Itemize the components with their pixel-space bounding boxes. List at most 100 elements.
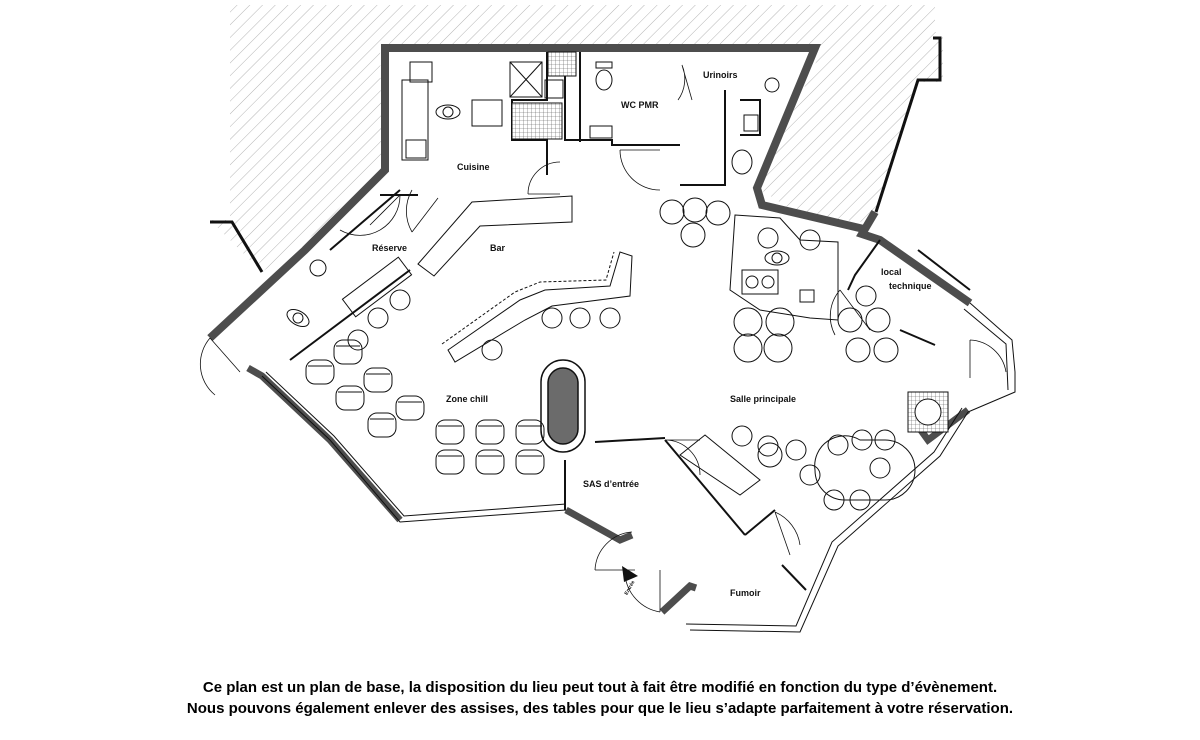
door-fumoir [774,511,801,556]
wall-fumoir-north [744,509,776,536]
label-urinals: Urinoirs [703,70,738,80]
main-hall-furniture [679,214,916,501]
label-chill-zone: Zone chill [446,394,488,404]
kitchen-counter [401,79,429,161]
round-seat [731,425,753,447]
round-seat [757,227,779,249]
caption-line-1: Ce plan est un plan de base, la disposit… [202,679,998,696]
round-seat [873,337,899,363]
round-seat [827,434,849,456]
wall-tech-room [856,209,973,307]
wall-fumoir-east [781,564,807,591]
room-labels: Cuisine WC PMR Urinoirs Réserve Bar loca… [372,70,932,598]
entrance-arrow: Entrée [622,566,638,596]
kitchen-shelf [409,61,433,83]
lounge-armchair [475,449,505,475]
bar-back-counter [417,195,573,277]
toilet-icon [595,69,613,91]
round-seat [865,307,891,333]
bar-counters [341,195,633,363]
round-seat [763,333,793,363]
shaft-block [547,51,577,77]
floor-plan: Cuisine WC PMR Urinoirs Réserve Bar loca… [199,5,1016,633]
label-tech-room-1: local [881,267,902,277]
round-seat [367,307,389,329]
round-seat [765,307,795,337]
wall-fumoir-west [659,582,698,615]
wall-bar-back [289,269,411,361]
lounge-armchair [305,359,335,385]
wall-sas-north [594,437,666,443]
urinal-basin-icon [731,149,753,175]
lounge-armchair [435,449,465,475]
person-icon-kitchen [435,104,461,120]
lounge-armchair [363,367,393,393]
round-seat [799,464,821,486]
round-seat [845,337,871,363]
entrance-marker: Entrée [624,580,637,597]
wall-entrance-west [246,364,403,523]
kitchen-table [471,99,503,127]
outer-walls [207,36,973,615]
label-bar: Bar [490,243,506,253]
lounge-armchair [395,395,425,421]
wall-north-kitchen [381,44,547,156]
door-entrance-west [199,337,241,396]
glazed-facade [261,302,1016,633]
wall-urinals-west [680,90,726,186]
bar-front-inner [441,251,615,345]
person-icon-entrance [286,308,310,328]
long-table [814,435,916,501]
dj-desk [741,269,779,295]
entrance-arrow-icon [622,566,638,582]
label-kitchen: Cuisine [457,162,490,172]
bar-shelf [341,256,413,318]
round-seat [757,435,779,457]
urinal-icon [764,77,780,93]
door-reserve [339,194,401,236]
lounge-armchair [475,419,505,445]
door-tech [829,289,871,336]
urinal-divider [743,114,759,132]
door-wc-pmr [677,64,693,101]
round-seat [309,259,327,277]
lounge-armchair [367,412,397,438]
wall-urinals-divider [740,99,761,136]
washbasin-icon [589,125,613,139]
wall-east-protrusion [874,36,942,213]
lounge-armchair [515,449,545,475]
label-main-hall: Salle principale [730,394,796,404]
round-seat [659,199,685,225]
wall-entrance-east [564,506,634,544]
dj-zone [729,214,839,321]
label-tech-room-2: technique [889,281,932,291]
round-seat [869,457,891,479]
round-seat [599,307,621,329]
round-seat [347,329,369,351]
person-icon-dj [764,250,790,266]
bar-front-counter [447,251,633,363]
round-seat [680,222,706,248]
round-seat [733,333,763,363]
round-seat [785,439,807,461]
wall-tech-west [847,239,881,291]
round-seat [855,285,877,307]
kitchen-fixtures [401,61,564,161]
interior-walls [289,52,971,591]
round-seat [569,307,591,329]
round-seat [541,307,563,329]
round-seat [682,197,708,223]
central-high-table [540,359,586,453]
door-kitchen [527,161,561,195]
round-seat [481,339,503,361]
tech-box [799,289,815,303]
wall-north-west-stub [210,220,264,273]
caption: Ce plan est un plan de base, la disposit… [0,677,1200,719]
round-seat [733,307,763,337]
column-round [914,398,942,426]
door-wc [619,149,661,191]
lounge-armchair [335,385,365,411]
dj-deck-left [745,275,759,289]
label-storage: Réserve [372,243,407,253]
wall-reserve [329,189,401,251]
